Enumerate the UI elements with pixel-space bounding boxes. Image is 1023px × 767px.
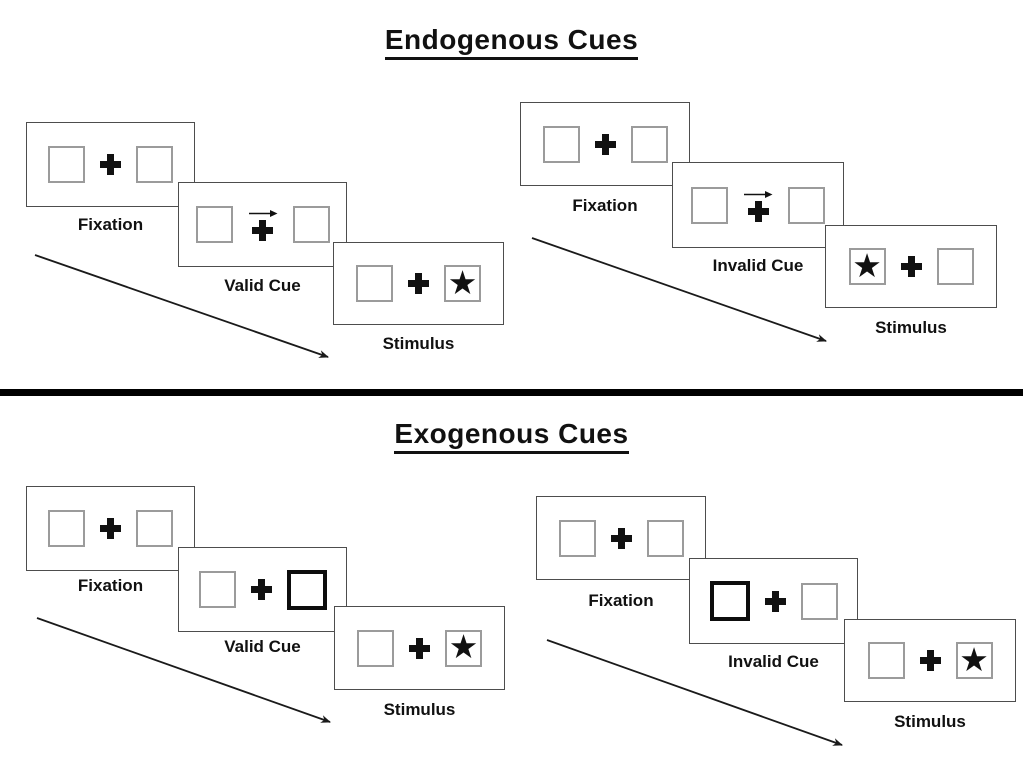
fixation-cross-icon	[250, 579, 272, 600]
panel-label: Fixation	[77, 215, 144, 234]
right-box	[136, 146, 173, 183]
timeline-arrow	[34, 254, 329, 358]
section-divider	[0, 389, 1023, 396]
screen-panel-invalid-cue	[689, 558, 858, 644]
left-box	[195, 206, 233, 243]
fixation-cross-icon	[919, 650, 941, 671]
panel-label: Valid Cue	[224, 276, 301, 295]
panel-label: Invalid Cue	[712, 256, 804, 275]
screen-panel-stimulus: ★	[825, 225, 997, 308]
screen-panel-fixation	[536, 496, 706, 580]
right-box	[630, 125, 668, 163]
star-icon: ★	[852, 246, 882, 284]
panel-label: Stimulus	[894, 712, 966, 731]
star-icon: ★	[959, 640, 989, 678]
fixation-cross-icon	[900, 256, 922, 277]
panel-label: Valid Cue	[224, 637, 301, 656]
screen-panel-valid-cue	[178, 547, 347, 632]
panel-label: Stimulus	[875, 318, 947, 337]
screen-panel-stimulus: ★	[334, 606, 505, 690]
fixation-cross-icon	[100, 154, 121, 175]
right-box	[936, 248, 974, 285]
left-box-brightened-cue	[709, 581, 750, 621]
panel-label: Fixation	[572, 196, 638, 215]
panel-label: Stimulus	[382, 334, 455, 353]
fixation-cross-icon	[409, 637, 430, 659]
timeline-arrow	[531, 237, 827, 342]
right-box	[136, 510, 173, 547]
fixation-cross-icon	[252, 220, 273, 241]
left-box	[48, 146, 85, 183]
left-box	[867, 642, 905, 679]
right-box	[788, 186, 825, 224]
screen-panel-stimulus: ★	[333, 242, 504, 325]
timeline-arrow	[36, 617, 331, 723]
panel-label: Invalid Cue	[728, 652, 819, 671]
panel-label: Fixation	[588, 591, 654, 610]
right-box	[800, 582, 838, 620]
right-box	[646, 519, 684, 557]
panel-label: Fixation	[77, 576, 144, 595]
left-box: ★	[848, 246, 886, 285]
star-icon: ★	[448, 628, 479, 665]
right-box-brightened-cue	[286, 569, 327, 610]
left-box	[558, 519, 596, 557]
cue-arrow-right-icon	[248, 210, 277, 217]
right-box: ★	[955, 640, 993, 679]
fixation-cross-icon	[408, 273, 429, 294]
screen-panel-fixation	[520, 102, 690, 186]
star-icon: ★	[447, 263, 478, 301]
right-box: ★	[445, 628, 482, 667]
screen-panel-stimulus: ★	[844, 619, 1016, 702]
fixation-cross-icon	[764, 590, 786, 612]
fixation-cross-icon	[594, 133, 616, 155]
panel-label: Stimulus	[383, 700, 456, 719]
screen-panel-valid-cue	[178, 182, 347, 267]
right-box	[292, 206, 330, 243]
left-box	[356, 265, 393, 302]
left-box	[198, 571, 236, 608]
left-box	[48, 510, 85, 547]
left-box	[357, 629, 394, 667]
section-title-exogenous: Exogenous Cues	[0, 418, 1023, 454]
fixation-cross-icon	[100, 518, 121, 539]
screen-panel-fixation	[26, 122, 195, 207]
fixation-cross-icon	[747, 200, 769, 222]
screen-panel-invalid-cue	[672, 162, 844, 248]
fixation-cross-icon	[610, 527, 632, 549]
right-box: ★	[444, 265, 481, 302]
cue-arrow-right-icon	[744, 190, 773, 198]
screen-panel-fixation	[26, 486, 195, 571]
left-box	[691, 186, 728, 224]
left-box	[542, 125, 580, 163]
section-title-endogenous: Endogenous Cues	[0, 24, 1023, 60]
